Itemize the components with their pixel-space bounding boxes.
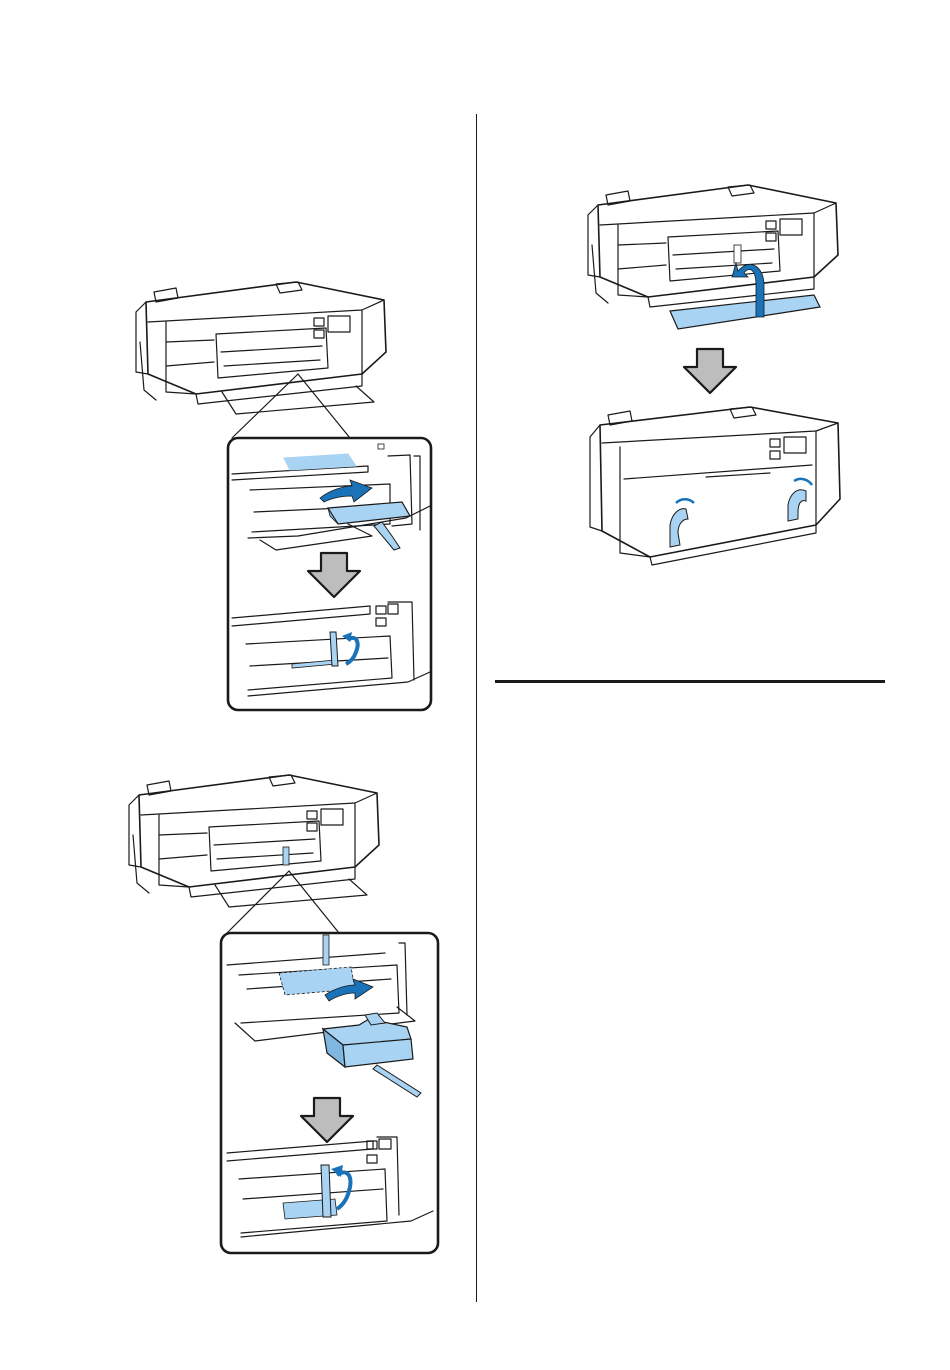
- printer-icon: [588, 185, 838, 329]
- section-rule: [495, 680, 885, 683]
- figure-2-printer-with-protective-block: [115, 775, 445, 1260]
- printer-icon: [129, 775, 379, 907]
- down-arrow-icon: [684, 349, 736, 393]
- front-tray-icon: [670, 295, 820, 329]
- tape-icon: [330, 632, 338, 666]
- printer-icon: [136, 282, 386, 414]
- figure-3-printer-tray-and-tapes: [578, 185, 848, 565]
- figure-1-printer-with-protective-material: [120, 280, 450, 720]
- column-divider: [476, 114, 477, 1302]
- tape-icon: [321, 1165, 331, 1217]
- printer-closed: [590, 407, 840, 565]
